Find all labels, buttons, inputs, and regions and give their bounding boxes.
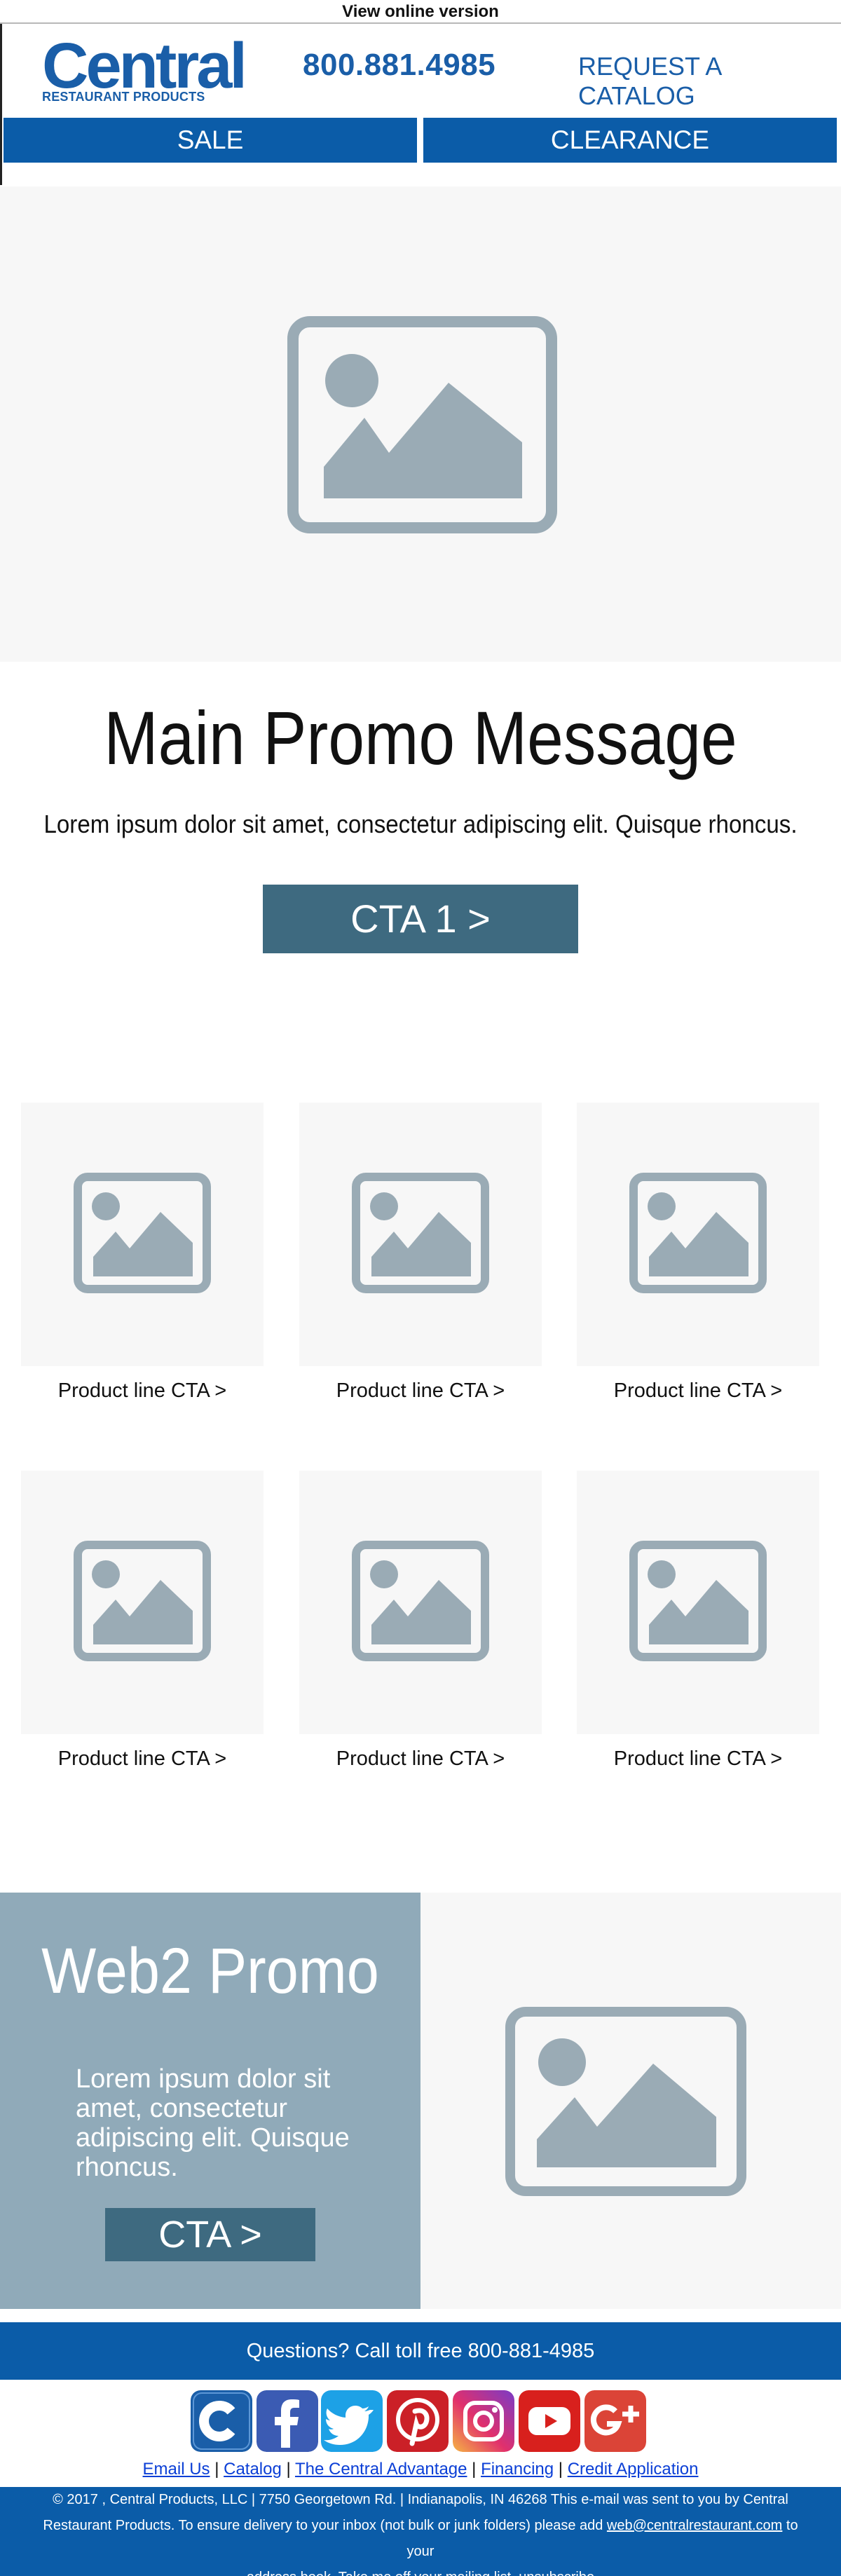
image-placeholder-icon xyxy=(74,1173,211,1293)
youtube-icon[interactable] xyxy=(519,2390,580,2452)
footer-links: Email Us | Catalog | The Central Advanta… xyxy=(0,2460,841,2479)
link-separator: | xyxy=(558,2460,568,2479)
product-tile[interactable] xyxy=(21,1103,264,1366)
legal-text: to your xyxy=(406,2518,798,2559)
product-line-cta-link[interactable]: Product line CTA > xyxy=(57,1379,227,1402)
legal-line-3: address book. Take me off your mailing l… xyxy=(28,2565,813,2576)
central-advantage-link[interactable]: The Central Advantage xyxy=(294,2460,467,2479)
image-placeholder-icon xyxy=(74,1541,211,1661)
web2-promo-title: Web2 Promo xyxy=(41,1935,379,2007)
image-placeholder-icon xyxy=(629,1173,767,1293)
product-tile[interactable] xyxy=(299,1471,542,1734)
instagram-icon[interactable] xyxy=(453,2390,514,2452)
product-tile[interactable] xyxy=(577,1471,819,1734)
product-tile[interactable] xyxy=(299,1103,542,1366)
web2-promo-image[interactable] xyxy=(420,1893,841,2309)
legal-footer: © 2017 , Central Products, LLC | 7750 Ge… xyxy=(0,2487,841,2576)
main-promo-subtitle: Lorem ipsum dolor sit amet, consectetur … xyxy=(43,810,798,838)
logo-tagline: RESTAURANT PRODUCTS xyxy=(42,90,205,104)
central-icon[interactable] xyxy=(191,2390,252,2452)
header-phone-link[interactable]: 800.881.4985 xyxy=(303,48,496,82)
cta-1-button[interactable]: CTA 1 > xyxy=(263,885,578,953)
product-tile[interactable] xyxy=(21,1471,264,1734)
hero-image[interactable] xyxy=(0,186,841,662)
left-border-line xyxy=(0,24,2,185)
web2-cta-button[interactable]: CTA > xyxy=(105,2208,315,2261)
image-placeholder-icon xyxy=(287,316,557,533)
legal-text: Restaurant Products. To ensure delivery … xyxy=(43,2518,607,2533)
link-separator: | xyxy=(472,2460,481,2479)
financing-link[interactable]: Financing xyxy=(481,2460,554,2479)
link-separator: | xyxy=(286,2460,295,2479)
pinterest-icon[interactable] xyxy=(387,2390,449,2452)
questions-bar: Questions? Call toll free 800-881-4985 xyxy=(0,2322,841,2380)
product-tile[interactable] xyxy=(577,1103,819,1366)
facebook-icon[interactable] xyxy=(257,2390,318,2452)
central-logo[interactable]: Central RESTAURANT PRODUCTS xyxy=(42,30,247,104)
unsubscribe-link[interactable]: unsubscribe xyxy=(519,2570,594,2576)
web2-promo-text: Lorem ipsum dolor sit amet, consectetur … xyxy=(76,2064,350,2182)
credit-application-link[interactable]: Credit Application xyxy=(567,2460,699,2479)
google-plus-icon[interactable] xyxy=(584,2390,646,2452)
link-separator: | xyxy=(214,2460,224,2479)
image-placeholder-icon xyxy=(352,1173,489,1293)
legal-text: address book. Take me off your mailing l… xyxy=(247,2570,519,2576)
product-line-cta-link[interactable]: Product line CTA > xyxy=(336,1747,505,1770)
main-promo-title: Main Promo Message xyxy=(104,695,737,780)
email-address-link[interactable]: web@centralrestaurant.com xyxy=(606,2518,783,2533)
view-online-link[interactable]: View online version xyxy=(342,2,499,21)
product-line-cta-link[interactable]: Product line CTA > xyxy=(613,1747,783,1770)
clearance-button[interactable]: CLEARANCE xyxy=(423,118,837,163)
legal-line-1: © 2017 , Central Products, LLC | 7750 Ge… xyxy=(53,2492,788,2507)
image-placeholder-icon xyxy=(505,2007,746,2196)
sale-button[interactable]: SALE xyxy=(4,118,417,163)
product-line-cta-link[interactable]: Product line CTA > xyxy=(613,1379,783,1402)
product-line-cta-link[interactable]: Product line CTA > xyxy=(336,1379,505,1402)
view-online-bar: View online version xyxy=(0,0,841,24)
email-us-link[interactable]: Email Us xyxy=(142,2460,210,2479)
catalog-link[interactable]: Catalog xyxy=(224,2460,282,2479)
product-line-cta-link[interactable]: Product line CTA > xyxy=(57,1747,227,1770)
request-catalog-link[interactable]: REQUEST A CATALOG xyxy=(578,52,721,110)
image-placeholder-icon xyxy=(629,1541,767,1661)
logo-wordmark: Central xyxy=(42,30,247,102)
twitter-icon[interactable] xyxy=(321,2390,383,2452)
image-placeholder-icon xyxy=(352,1541,489,1661)
legal-line-2: Restaurant Products. To ensure delivery … xyxy=(28,2513,813,2565)
